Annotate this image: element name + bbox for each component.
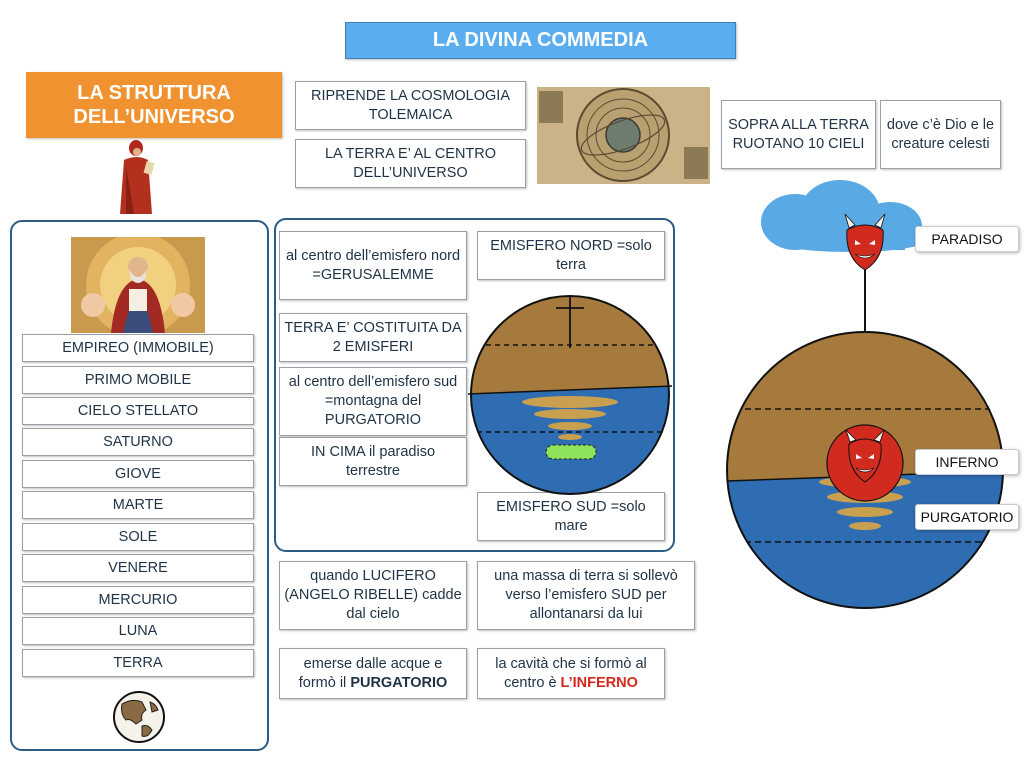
devil-icon: [845, 429, 885, 483]
purgatorio-label: PURGATORIO: [915, 504, 1019, 530]
ptolemaic-map-image: [537, 87, 710, 184]
purgatory-formed-box: emerse dalle acque e formò il PURGATORIO: [279, 648, 467, 699]
god-box: dove c’è Dio e le creature celesti: [880, 100, 1001, 169]
north-center-box: al centro dell’emisfero nord =GERUSALEMM…: [279, 231, 467, 300]
inferno-word: L’INFERNO: [560, 674, 638, 691]
heaven-item: SATURNO: [22, 428, 254, 456]
heaven-item: LUNA: [22, 617, 254, 645]
section-title-line2: DELL’UNIVERSO: [73, 106, 235, 128]
section-title: LA STRUTTURA DELL’UNIVERSO: [26, 72, 282, 138]
devil-icon: [844, 213, 886, 271]
land-mass-box: una massa di terra si sollevò verso l’em…: [477, 561, 695, 630]
inferno-cavity-text: la cavità che si formò al centro è L’INF…: [495, 655, 647, 691]
heaven-item: MARTE: [22, 491, 254, 519]
heaven-item: GIOVE: [22, 460, 254, 488]
heaven-item: EMPIREO (IMMOBILE): [22, 334, 254, 362]
globe-icon: [113, 691, 165, 743]
heaven-item: SOLE: [22, 523, 254, 551]
lucifer-fall-box: quando LUCIFERO (ANGELO RIBELLE) cadde d…: [279, 561, 467, 630]
ten-heavens-box: SOPRA ALLA TERRA RUOTANO 10 CIELI: [721, 100, 876, 169]
universe-diagram: [726, 180, 1004, 609]
paradise-top-box: IN CIMA il paradiso terrestre: [279, 437, 467, 486]
south-hemisphere-box: EMISFERO SUD =solo mare: [477, 492, 665, 541]
earth-center-box: LA TERRA E’ AL CENTRO DELL’UNIVERSO: [295, 139, 526, 188]
heaven-item: TERRA: [22, 649, 254, 677]
god-painting-image: [71, 237, 205, 333]
heaven-item: MERCURIO: [22, 586, 254, 614]
cloud-icon: [761, 180, 922, 252]
two-hemispheres-box: TERRA E’ COSTITUITA DA 2 EMISFERI: [279, 313, 467, 362]
dante-figure-image: [120, 140, 155, 214]
heaven-item: CIELO STELLATO: [22, 397, 254, 425]
section-title-line1: LA STRUTTURA: [77, 82, 231, 104]
page-title: LA DIVINA COMMEDIA: [345, 22, 736, 59]
small-earth-diagram: [468, 295, 672, 495]
inferno-cavity-box: la cavità che si formò al centro è L’INF…: [477, 648, 665, 699]
heaven-item: VENERE: [22, 554, 254, 582]
inferno-label: INFERNO: [915, 449, 1019, 475]
heaven-item: PRIMO MOBILE: [22, 366, 254, 394]
south-center-box: al centro dell’emisfero sud =montagna de…: [279, 367, 467, 436]
purgatory-word: PURGATORIO: [350, 674, 448, 691]
paradiso-label: PARADISO: [915, 226, 1019, 252]
cross-icon: [556, 296, 584, 348]
cosmology-box: RIPRENDE LA COSMOLOGIA TOLEMAICA: [295, 81, 526, 130]
north-hemisphere-box: EMISFERO NORD =solo terra: [477, 231, 665, 280]
purgatory-formed-text: emerse dalle acque e formò il PURGATORIO: [298, 655, 448, 691]
